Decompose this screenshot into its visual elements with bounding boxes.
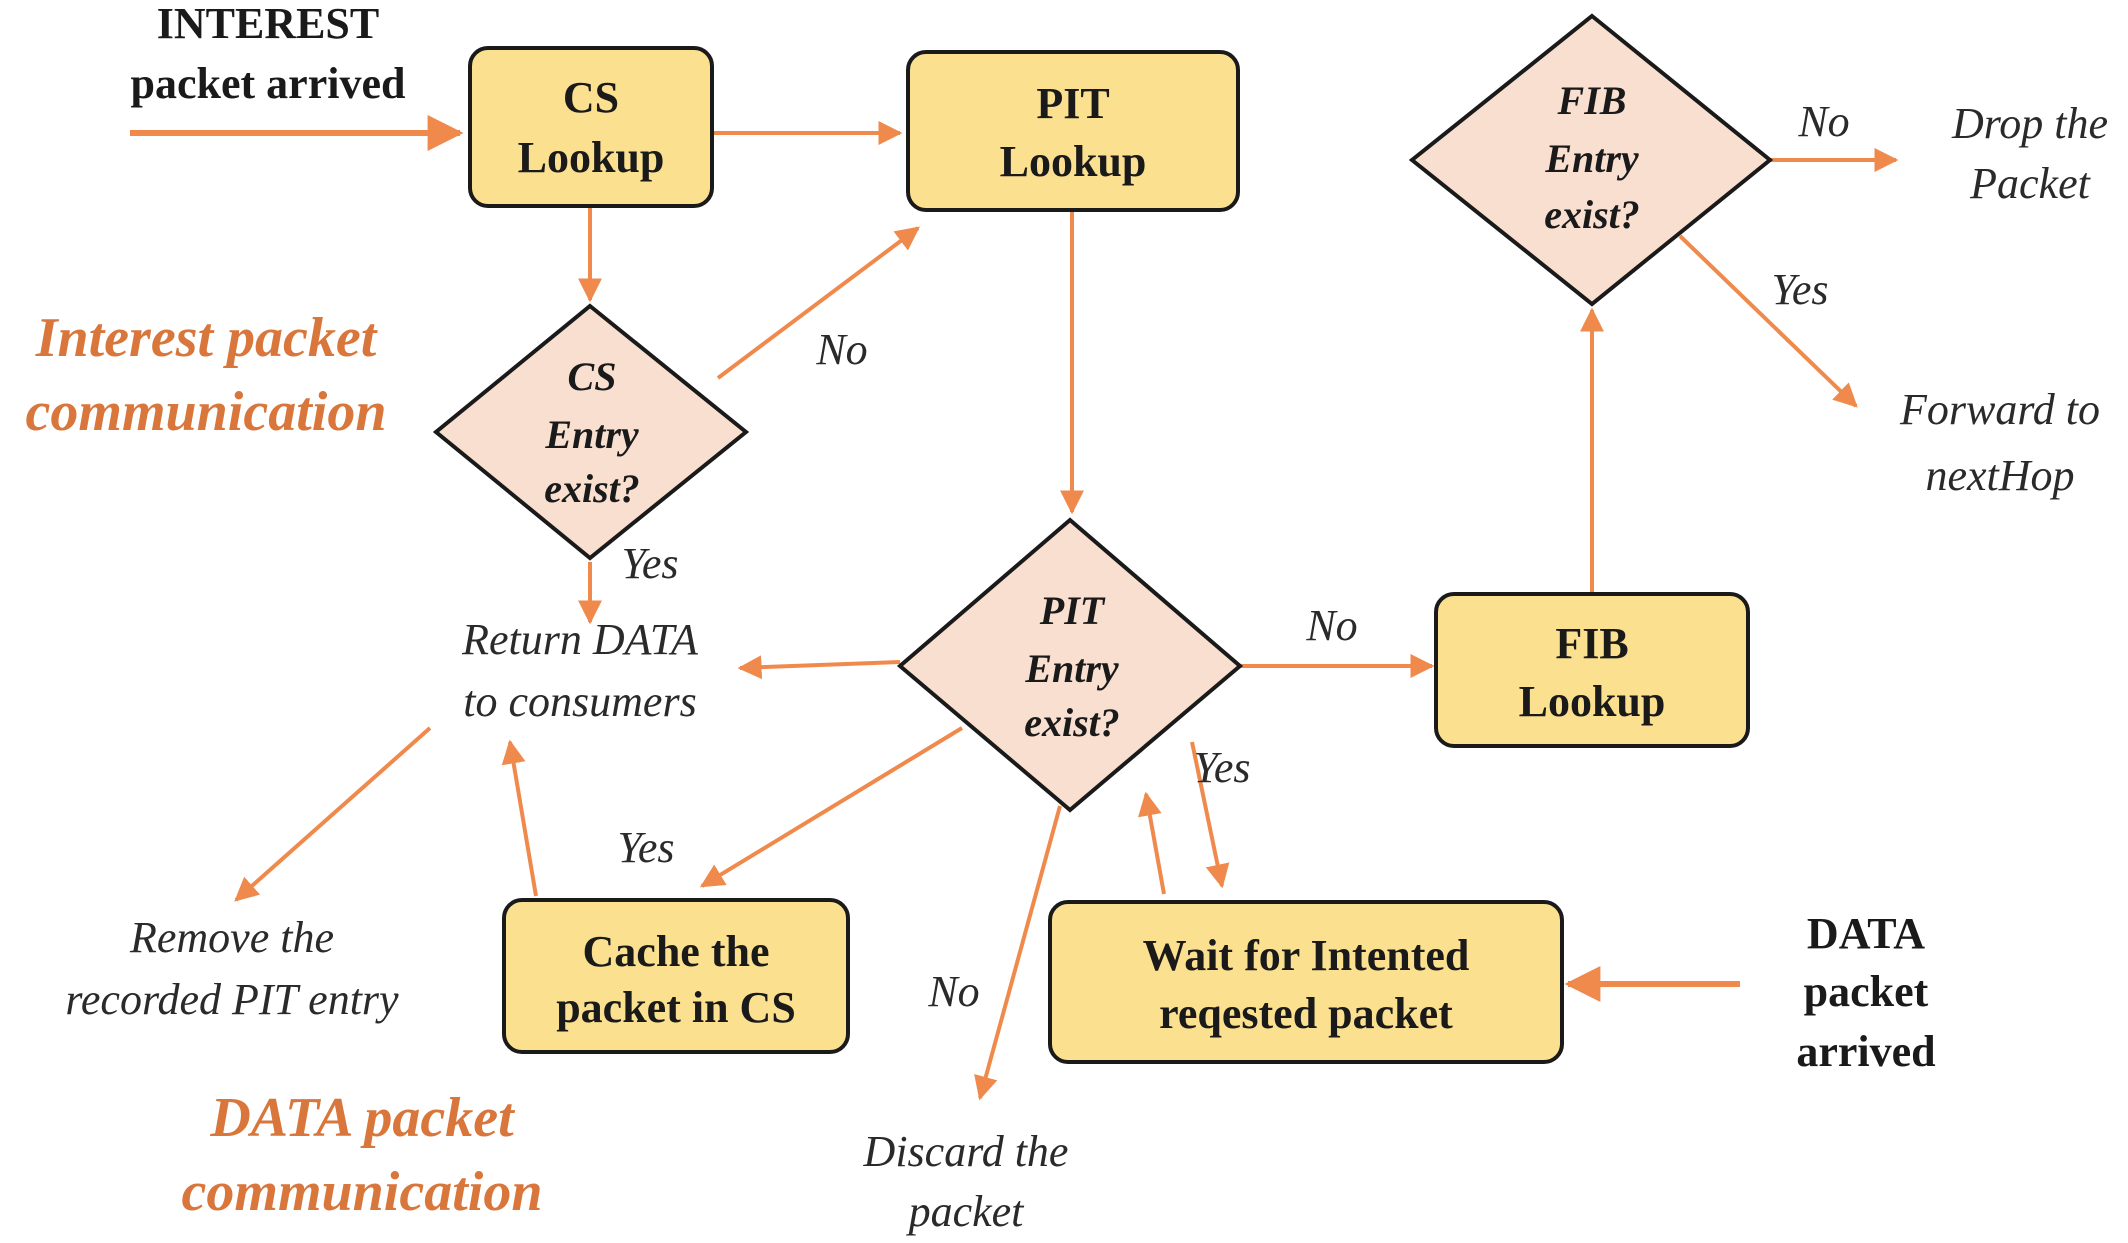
- pit-lookup-line1: PIT: [1036, 79, 1109, 128]
- wait-line1: Wait for Intented: [1143, 931, 1470, 980]
- edge-label-pit-no-discard: No: [927, 967, 979, 1016]
- forward-line1: Forward to: [1899, 385, 2100, 434]
- discard-line1: Discard the: [863, 1127, 1069, 1176]
- arrow-cs-no-to-pit: [716, 226, 920, 380]
- fib-decision-diamond: FIB Entry exist?: [1408, 13, 1774, 307]
- wait-box: Wait for Intented reqested packet: [1048, 900, 1564, 1064]
- cs-decision-line3: exist?: [544, 466, 640, 511]
- data-section-line2: communication: [182, 1161, 543, 1223]
- drop-line2: Packet: [1969, 159, 2091, 208]
- interest-arrival-line2: packet arrived: [131, 59, 406, 108]
- pit-decision-line1: PIT: [1039, 588, 1106, 633]
- edge-label-cs-no: No: [815, 325, 867, 374]
- wait-line2: reqested packet: [1159, 989, 1453, 1038]
- fib-decision-line1: FIB: [1557, 78, 1627, 123]
- edge-label-fib-yes: Yes: [1771, 265, 1828, 314]
- fib-lookup-box: FIB Lookup: [1434, 592, 1750, 748]
- cs-lookup-line2: Lookup: [518, 133, 665, 182]
- arrow-pit-to-return: [737, 655, 901, 680]
- edge-label-cs-yes: Yes: [621, 539, 678, 588]
- data-arrival-line1: DATA: [1807, 909, 1925, 958]
- forward-label: Forward to nextHop: [1899, 385, 2100, 500]
- arrow-pit-yes-to-cache: [699, 726, 964, 888]
- data-arrival-label: DATA packet arrived: [1796, 909, 1935, 1076]
- arrow-wait-to-pit: [1138, 791, 1166, 895]
- edge-label-fib-no: No: [1797, 97, 1849, 146]
- discard-line2: packet: [906, 1187, 1026, 1236]
- forward-line2: nextHop: [1925, 451, 2074, 500]
- data-arrival-line2: packet: [1804, 967, 1929, 1016]
- remove-pit-label: Remove the recorded PIT entry: [65, 913, 399, 1024]
- fib-decision-line3: exist?: [1544, 192, 1640, 237]
- data-section-title: DATA packet communication: [182, 1087, 543, 1223]
- cs-decision-diamond: CS Entry exist?: [432, 303, 750, 561]
- interest-arrival-label: INTEREST packet arrived: [131, 0, 406, 108]
- pit-lookup-line2: Lookup: [1000, 137, 1147, 186]
- arrow-return-to-remove: [234, 726, 432, 902]
- return-data-line2: to consumers: [463, 677, 696, 726]
- fib-lookup-line2: Lookup: [1519, 677, 1666, 726]
- edge-label-pit-no: No: [1305, 601, 1357, 650]
- interest-arrival-line1: INTEREST: [157, 0, 380, 48]
- pit-decision-line2: Entry: [1024, 646, 1119, 691]
- cache-line2: packet in CS: [556, 983, 796, 1032]
- edge-label-pit-yes-cache: Yes: [617, 823, 674, 872]
- edge-label-pit-yes-wait: Yes: [1193, 743, 1250, 792]
- fib-decision-line2: Entry: [1544, 136, 1639, 181]
- discard-label: Discard the packet: [863, 1127, 1069, 1236]
- remove-pit-line1: Remove the: [129, 913, 334, 962]
- arrow-fib-yes-to-forward: [1678, 234, 1858, 408]
- arrow-pit-yes-to-wait: [1190, 741, 1230, 889]
- arrow-pit-no-to-discard: [974, 805, 1062, 1101]
- cs-decision-line1: CS: [568, 354, 617, 399]
- fib-lookup-line1: FIB: [1555, 619, 1628, 668]
- return-data-label: Return DATA to consumers: [461, 615, 699, 726]
- remove-pit-line2: recorded PIT entry: [65, 975, 399, 1024]
- data-arrival-line3: arrived: [1796, 1027, 1935, 1076]
- interest-section-title: Interest packet communication: [26, 307, 387, 443]
- cs-lookup-box: CS Lookup: [468, 46, 714, 208]
- cache-box: Cache the packet in CS: [502, 898, 850, 1054]
- return-data-line1: Return DATA: [461, 615, 699, 664]
- cs-decision-line2: Entry: [544, 412, 639, 457]
- pit-decision-diamond: PIT Entry exist?: [896, 517, 1244, 813]
- arrow-cache-to-return: [501, 739, 538, 897]
- data-section-line1: DATA packet: [209, 1087, 515, 1149]
- drop-label: Drop the Packet: [1951, 99, 2108, 208]
- cache-line1: Cache the: [583, 927, 770, 976]
- pit-decision-line3: exist?: [1024, 700, 1120, 745]
- arrows: [130, 115, 1899, 1101]
- pit-lookup-box: PIT Lookup: [906, 50, 1240, 212]
- cs-lookup-line1: CS: [563, 73, 619, 122]
- interest-section-line2: communication: [26, 381, 387, 443]
- interest-section-line1: Interest packet: [35, 307, 378, 369]
- drop-line1: Drop the: [1951, 99, 2108, 148]
